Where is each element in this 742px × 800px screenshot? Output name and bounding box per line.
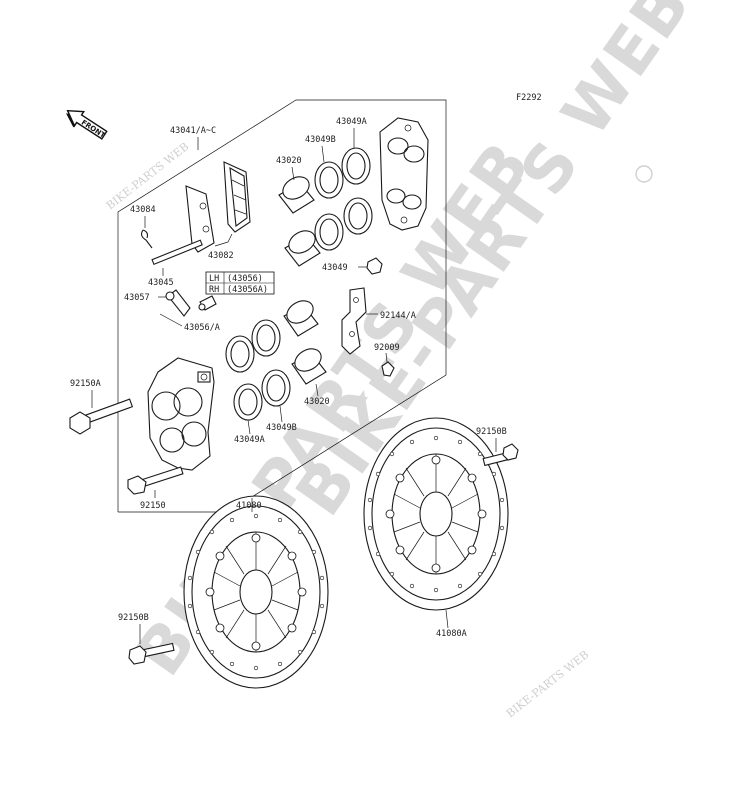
disc-bolt-left (128, 642, 175, 665)
pad-pin (151, 239, 203, 266)
label-seal-b-top: 43049B (305, 135, 336, 145)
label-disc-bolt-left: 92150B (118, 613, 149, 623)
label-screw: 92009 (374, 343, 400, 353)
legend-rh-label: RH (209, 285, 219, 295)
front-arrow-icon: FRONT (66, 109, 108, 140)
label-disc-right: 41080A (436, 629, 467, 639)
label-pin-clip: 43084 (130, 205, 156, 215)
label-caliper-half-bolt: 43049 (322, 263, 348, 273)
brake-disc-right (363, 417, 509, 611)
label-caliper-assy: 43041/A~C (170, 126, 216, 136)
label-bracket: 92144/A (380, 311, 416, 321)
label-bleeder-cap: 43057 (124, 293, 150, 303)
label-disc-bolt-right: 92150B (476, 427, 507, 437)
label-seal-a-top: 43049A (336, 117, 367, 127)
pistons-bottom (283, 300, 327, 385)
seals-a-bottom (225, 335, 263, 421)
label-bleeder: 43056/A (184, 323, 220, 333)
label-bolt-a: 92150A (70, 379, 101, 389)
caliper-half-bolt (366, 257, 383, 275)
seals-b-bottom (251, 319, 291, 407)
pistons-top (278, 176, 321, 267)
caliper-bolt-a (69, 398, 134, 435)
disc-bolt-right (482, 443, 519, 467)
label-seal-b-bottom: 43049B (266, 423, 297, 433)
label-seal-a-bottom: 43049A (234, 435, 265, 445)
watermark-small-top: BIKE-PARTS WEB (104, 140, 191, 212)
legend-lh-part: (43056) (227, 274, 263, 284)
caliper-body-right (379, 117, 429, 231)
pin-clip (140, 229, 153, 249)
lh-rh-legend: LH (43056) RH (43056A) (205, 271, 275, 295)
pad-spring-bracket (341, 287, 367, 355)
label-pad: 43082 (208, 251, 234, 261)
watermark-small-bottom: BIKE-PARTS WEB (504, 648, 591, 720)
legend-rh-part: (43056A) (227, 285, 268, 295)
caliper-bolt (127, 466, 184, 495)
bleeder-cap (165, 289, 191, 317)
caliper-body-left (147, 357, 215, 471)
bleeder-valve (198, 295, 217, 311)
brake-disc-left (183, 495, 329, 689)
brake-pads (185, 161, 251, 253)
figure-code: F2292 (516, 93, 542, 103)
seals-a-top (341, 147, 373, 235)
legend-lh-label: LH (209, 274, 219, 284)
watermark-registered-icon (635, 165, 653, 183)
label-pin: 43045 (148, 278, 174, 288)
label-piston-bottom: 43020 (304, 397, 330, 407)
label-piston-top: 43020 (276, 156, 302, 166)
bracket-screw (381, 361, 395, 377)
label-disc-left: 41080 (236, 501, 262, 511)
seals-b-top (314, 161, 344, 251)
label-bolt: 92150 (140, 501, 166, 511)
